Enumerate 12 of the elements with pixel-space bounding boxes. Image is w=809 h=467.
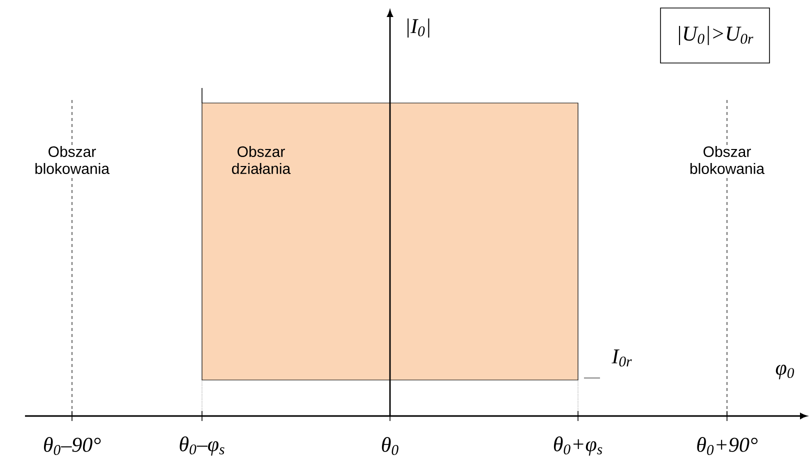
tick-label: θ$_{0}$–φ$_{s}$ [180, 436, 224, 456]
tick-label: θ$_{0}$–90° [44, 437, 101, 455]
axis-label: |I$_{0}$| [408, 18, 430, 38]
tick-label: θ$_{0}$+90° [697, 437, 758, 455]
condition-box: |U$_{0}$|>U$_{0r}$ [660, 8, 770, 64]
region-label: Obszar blokowania [681, 145, 773, 175]
axis-label: φ$_{0}$ [776, 364, 794, 380]
operating-region: Obszar działania [202, 102, 578, 380]
tick-label: θ$_{0}$+φ$_{s}$ [554, 436, 602, 456]
region-label: Obszar blokowania [26, 145, 118, 175]
threshold-label: I$_{0r}$ [612, 350, 632, 366]
tick-label: θ$_{0}$ [382, 437, 398, 455]
